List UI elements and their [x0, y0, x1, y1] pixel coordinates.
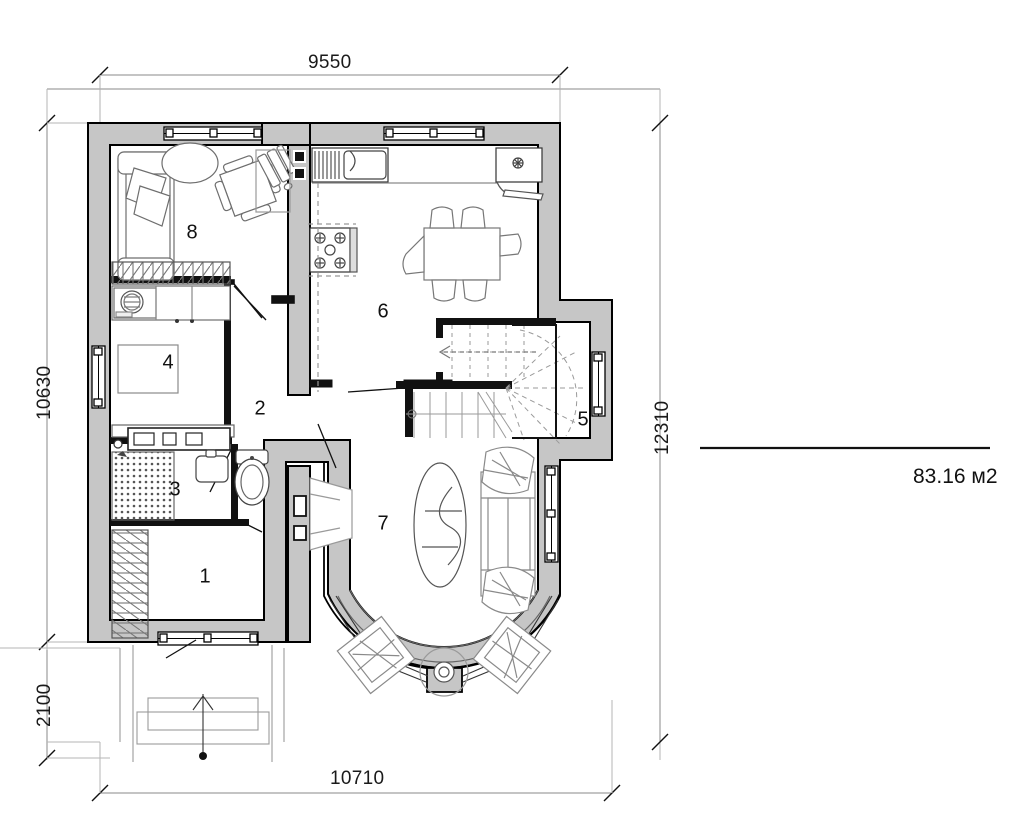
dimension-right: 12310 [652, 400, 673, 455]
room-number-3: 3 [169, 478, 181, 501]
dimension-top: 9550 [308, 52, 352, 73]
room-3-fixtures [111, 424, 270, 521]
room-8-furniture [117, 142, 296, 281]
entry-porch [0, 645, 285, 762]
room-4-furniture [111, 261, 231, 394]
room-number-1: 1 [199, 565, 211, 588]
room-7-furniture [293, 446, 552, 697]
room-6-kitchen [293, 147, 544, 392]
room-number-8: 8 [186, 221, 198, 244]
room-1-furniture [111, 529, 149, 639]
dimension-left-lower: 2100 [34, 683, 55, 727]
room-number-6: 6 [377, 300, 389, 323]
windows [91, 126, 606, 646]
dimension-bottom: 10710 [330, 768, 385, 789]
room-number-2: 2 [254, 397, 266, 420]
room-number-5: 5 [577, 408, 589, 431]
total-area-label: 83.16 м2 [913, 465, 998, 488]
staircase [396, 318, 586, 445]
dimension-lines [38, 66, 669, 802]
dimension-left-upper: 10630 [34, 365, 55, 420]
room-number-7: 7 [377, 512, 389, 535]
room-number-4: 4 [162, 351, 174, 374]
